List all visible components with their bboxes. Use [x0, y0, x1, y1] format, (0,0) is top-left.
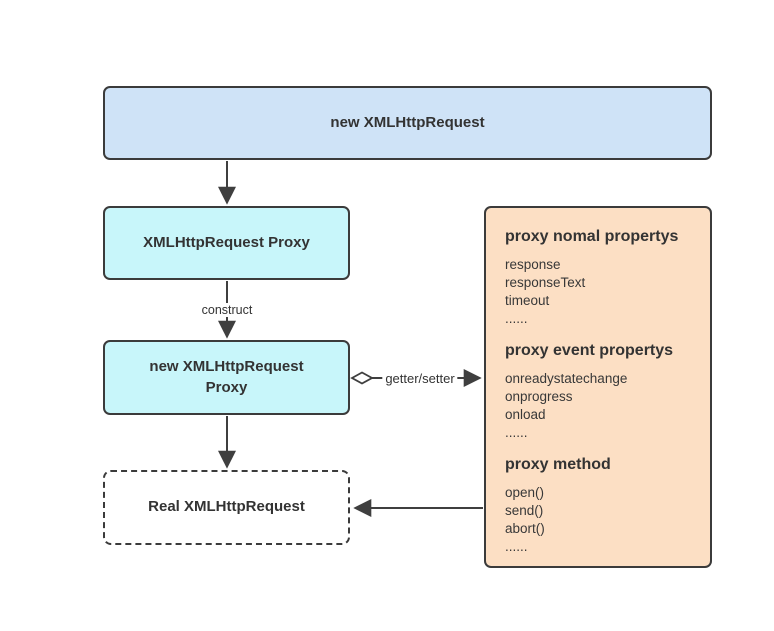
- node-new-xmlhttprequest-label: new XMLHttpRequest: [330, 113, 485, 131]
- section-title-method: proxy method: [505, 456, 611, 473]
- edge-label-construct: construct: [198, 303, 256, 317]
- section-list-event-properties: onreadystatechange onprogress onload ...…: [505, 370, 700, 442]
- list-item: abort(): [505, 521, 545, 536]
- node-real-xmlhttprequest-label: Real XMLHttpRequest: [148, 498, 305, 516]
- node-real-xmlhttprequest: Real XMLHttpRequest: [103, 470, 350, 545]
- section-title-normal-properties: proxy nomal propertys: [505, 228, 679, 245]
- list-item: onreadystatechange: [505, 371, 628, 386]
- list-item: onload: [505, 407, 546, 422]
- section-title-event-properties: proxy event propertys: [505, 342, 674, 359]
- edge-label-getter-setter: getter/setter: [382, 371, 458, 386]
- node-xmlhttprequest-proxy: XMLHttpRequest Proxy: [103, 206, 350, 280]
- node-xmlhttprequest-proxy-label: XMLHttpRequest Proxy: [143, 233, 310, 251]
- node-new-xmlhttprequest-proxy: new XMLHttpRequest Proxy: [103, 340, 350, 415]
- aggregation-diamond-icon: [350, 371, 374, 385]
- section-list-normal-properties: response responseText timeout ......: [505, 256, 700, 328]
- list-item: ......: [505, 425, 528, 440]
- list-item: ......: [505, 539, 528, 554]
- list-item: timeout: [505, 293, 550, 308]
- node-new-xmlhttprequest-proxy-label: new XMLHttpRequest Proxy: [149, 358, 304, 396]
- section-list-method: open() send() abort() ......: [505, 484, 700, 556]
- list-item: open(): [505, 485, 545, 500]
- list-item: responseText: [505, 275, 586, 290]
- list-item: ......: [505, 311, 528, 326]
- list-item: response: [505, 257, 561, 272]
- list-item: onprogress: [505, 389, 573, 404]
- list-item: send(): [505, 503, 544, 518]
- proxy-panel: proxy nomal propertys response responseT…: [484, 206, 712, 568]
- node-new-xmlhttprequest: new XMLHttpRequest: [103, 86, 712, 160]
